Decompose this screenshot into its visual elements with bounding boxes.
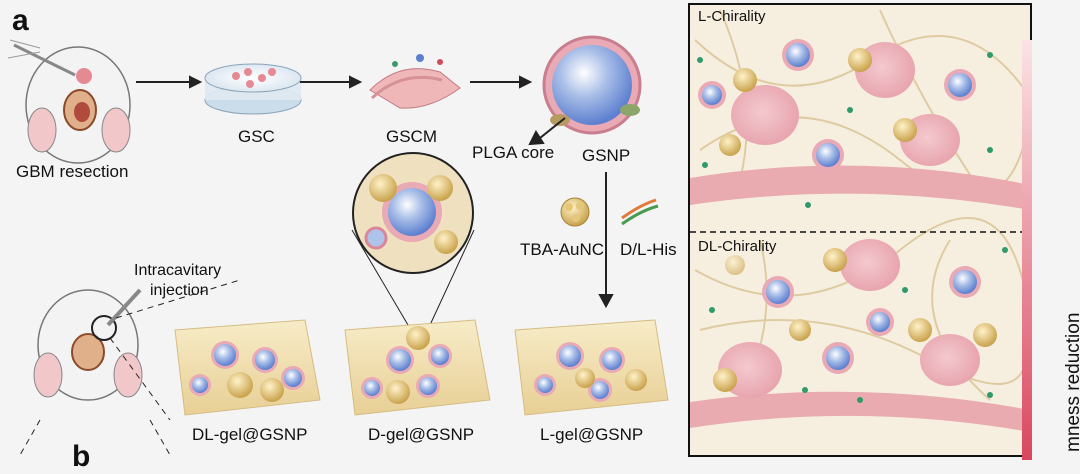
workflow-arrows bbox=[136, 75, 614, 309]
gel-block-l bbox=[514, 319, 669, 416]
label-gbm-resection: GBM resection bbox=[16, 162, 129, 181]
mouse-resection-illustration bbox=[7, 39, 131, 164]
figure-canvas: a b GBM resection GSC GSCM PLGA core GSN… bbox=[7, 3, 1080, 473]
label-dl-chirality: DL-Chirality bbox=[698, 238, 777, 255]
gel-block-d bbox=[344, 319, 491, 416]
label-injection-line1: Intracavitary bbox=[134, 262, 222, 279]
label-l-chirality: L-Chirality bbox=[698, 8, 766, 25]
chirality-comparison-panel bbox=[688, 3, 1032, 460]
tba-aunc-cluster bbox=[560, 197, 590, 227]
panel-label-a: a bbox=[12, 4, 29, 37]
label-injection-line2: injection bbox=[150, 282, 209, 299]
label-tba-aunc: TBA-AuNC bbox=[520, 240, 605, 259]
magnified-gel-view bbox=[351, 152, 475, 326]
label-plga-core: PLGA core bbox=[472, 143, 555, 162]
cell-membrane-fragment bbox=[369, 54, 461, 109]
his-molecule-icon bbox=[621, 198, 659, 226]
label-dl-gel: DL-gel@GSNP bbox=[192, 425, 308, 444]
label-gscm: GSCM bbox=[386, 127, 437, 146]
label-d-gel: D-gel@GSNP bbox=[368, 425, 475, 444]
mouse-injection-illustration bbox=[19, 279, 241, 456]
label-l-gel: L-gel@GSNP bbox=[540, 425, 644, 444]
label-stemness-reduction: mness reduction bbox=[1063, 312, 1080, 452]
label-gsc: GSC bbox=[238, 127, 275, 146]
gsnp-nanoparticle bbox=[542, 35, 642, 135]
petri-dish-icon bbox=[204, 63, 302, 115]
gel-block-dl bbox=[174, 319, 321, 416]
label-his: D/L-His bbox=[620, 240, 677, 259]
schematic-drawing bbox=[7, 3, 1032, 460]
panel-label-b: b bbox=[72, 440, 91, 473]
label-gsnp: GSNP bbox=[582, 146, 631, 165]
